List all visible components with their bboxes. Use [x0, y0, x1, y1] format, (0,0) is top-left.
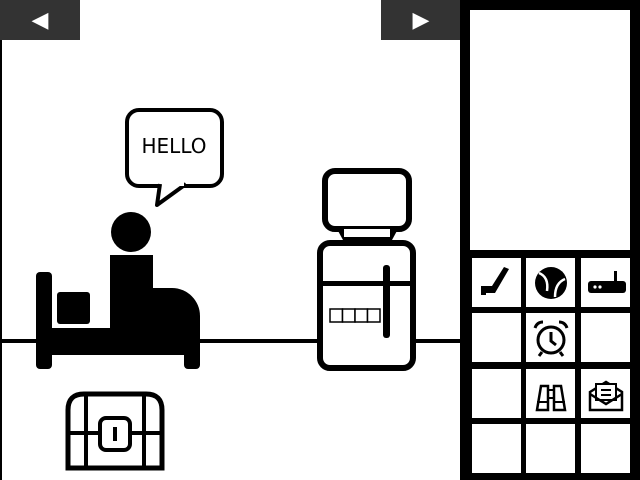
inventory-slot[interactable] — [526, 313, 575, 362]
fridge-handle — [383, 265, 390, 338]
fridge[interactable] — [317, 240, 416, 371]
left-arrow-icon: ◀ — [31, 7, 49, 33]
inventory-slot[interactable] — [581, 369, 630, 418]
inventory-panel — [460, 0, 640, 480]
nav-left-button[interactable]: ◀ — [0, 0, 80, 40]
treasure-chest[interactable] — [65, 391, 165, 471]
person-body — [110, 255, 153, 335]
code-digit-box[interactable] — [329, 308, 344, 323]
alarm-clock-icon — [533, 320, 568, 357]
open-envelope-icon — [588, 380, 623, 411]
inventory-slot[interactable] — [472, 313, 521, 362]
speech-bubble — [125, 108, 224, 207]
fridge-code-lock[interactable] — [329, 308, 381, 323]
inventory-slot[interactable] — [581, 313, 630, 362]
nav-right-button[interactable]: ▶ — [381, 0, 461, 40]
monitor-on-fridge[interactable] — [322, 168, 412, 240]
floor-line — [0, 339, 460, 343]
pillow — [57, 292, 90, 324]
room-scene — [0, 0, 460, 480]
inventory-slot[interactable] — [526, 258, 575, 307]
inventory-slot[interactable] — [581, 258, 630, 307]
inventory-slot[interactable] — [472, 258, 521, 307]
inventory-slot[interactable] — [581, 424, 630, 473]
inventory-slot[interactable] — [472, 369, 521, 418]
code-digit-box[interactable] — [366, 308, 381, 323]
person-lap — [150, 288, 200, 345]
inventory-slot[interactable] — [526, 424, 575, 473]
code-digit-box[interactable] — [341, 308, 356, 323]
inventory-slot[interactable] — [526, 369, 575, 418]
tennis-ball-icon — [534, 266, 567, 299]
binoculars-icon — [535, 384, 566, 411]
inventory-slot[interactable] — [472, 424, 521, 473]
router-icon — [587, 270, 626, 293]
person-in-bed[interactable] — [36, 212, 200, 369]
fridge-divider — [320, 281, 413, 286]
code-digit-box[interactable] — [354, 308, 369, 323]
right-arrow-icon: ▶ — [412, 7, 430, 33]
hockey-stick-icon — [480, 266, 509, 295]
bed-leg — [184, 340, 200, 369]
person-head — [111, 212, 151, 252]
bed-headboard — [36, 272, 52, 369]
item-display — [470, 10, 630, 250]
speech-bubble-text: HELLO — [141, 134, 207, 158]
